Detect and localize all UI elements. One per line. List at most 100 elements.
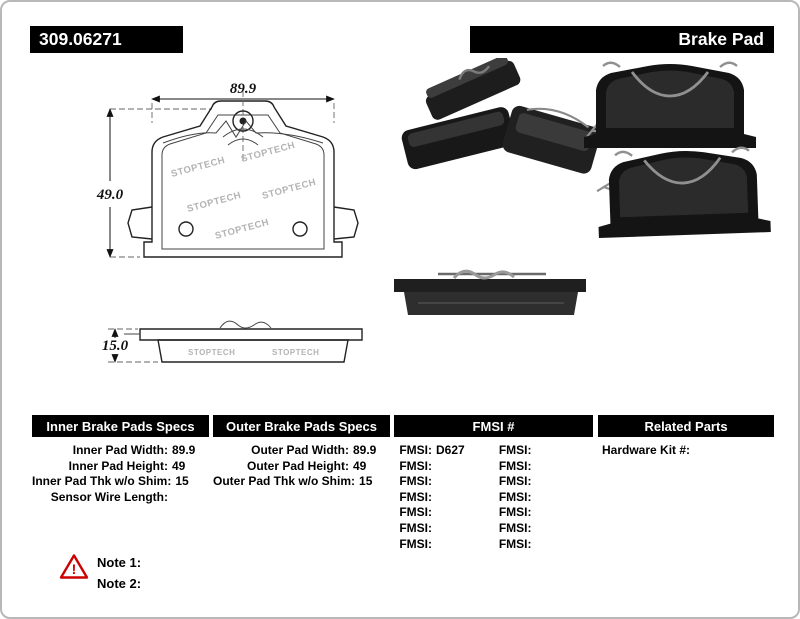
fmsi-value — [532, 521, 536, 537]
note-2-label: Note 2: — [97, 576, 142, 591]
fmsi-label: FMSI: — [399, 505, 432, 520]
note-1-label: Note 1: — [97, 555, 142, 570]
spec-value: 15 — [359, 474, 373, 489]
fmsi-label: FMSI: — [498, 443, 532, 457]
side-friction-block — [157, 339, 349, 363]
spec-row: Inner Pad Width: 89.9 — [32, 443, 209, 459]
part-number: 309.06271 — [39, 29, 122, 49]
fmsi-value — [532, 474, 536, 490]
backing-plate-outline — [143, 100, 343, 258]
outer-specs-header: Outer Brake Pads Specs — [213, 415, 390, 437]
fmsi-row: FMSI: — [494, 490, 594, 506]
outer-specs-column: Outer Brake Pads Specs Outer Pad Width: … — [213, 415, 390, 490]
side-brand-watermarks: STOPTECH STOPTECH — [188, 348, 319, 357]
notes-section: ! Note 1: Note 2: — [59, 550, 339, 600]
fmsi-value — [432, 490, 436, 506]
dimension-width: 89.9 — [151, 81, 335, 123]
inner-specs-column: Inner Brake Pads Specs Inner Pad Width: … — [32, 415, 209, 505]
side-clip-spring — [219, 320, 272, 329]
brand-watermark: STOPTECH — [261, 177, 318, 202]
fmsi-value: D627 — [436, 443, 465, 457]
height-dimension-label: 49.0 — [96, 187, 124, 203]
pad-rear-view: STOPTECH STOPTECH STOPTECH STOPTECH STOP… — [127, 91, 359, 258]
left-ear-tab — [127, 206, 153, 240]
brand-watermark: STOPTECH — [170, 155, 227, 180]
spec-row: Inner Pad Thk w/o Shim: 15 — [32, 474, 209, 490]
photo-pad-angled-2 — [401, 107, 515, 170]
fmsi-column: FMSI # FMSI: D627 FMSI: FMSI: FMSI: — [394, 415, 593, 552]
fmsi-row: FMSI: — [394, 474, 494, 490]
fmsi-row: FMSI: — [494, 505, 594, 521]
spec-row: Inner Pad Height: 49 — [32, 459, 209, 475]
related-parts-column: Related Parts Hardware Kit #: — [598, 415, 774, 459]
brand-watermark: STOPTECH — [240, 140, 297, 165]
dimension-thickness: 15.0 — [102, 328, 158, 363]
photo-pad-angled-1 — [425, 58, 521, 120]
fmsi-row: FMSI: — [394, 537, 494, 553]
product-photo-pad-set — [401, 58, 771, 239]
fmsi-header: FMSI # — [394, 415, 593, 437]
fmsi-value — [432, 521, 436, 537]
fmsi-label: FMSI: — [498, 474, 532, 489]
fmsi-row: FMSI: — [394, 459, 494, 475]
spec-row: Outer Pad Width: 89.9 — [213, 443, 390, 459]
spec-value: 89.9 — [353, 443, 377, 457]
photo-pad-large-2 — [598, 146, 771, 239]
warning-icon: ! — [59, 554, 89, 579]
inner-specs-header: Inner Brake Pads Specs — [32, 415, 209, 437]
spec-label: Outer Pad Width: — [251, 443, 349, 457]
spring-wire — [162, 120, 324, 144]
mounting-holes — [178, 221, 308, 237]
spec-label: Inner Pad Width: — [72, 443, 168, 457]
fmsi-label: FMSI: — [498, 536, 532, 551]
spec-row: Sensor Wire Length: — [32, 490, 209, 506]
related-row: Hardware Kit #: — [598, 443, 774, 459]
spec-label: Outer Pad Thk w/o Shim: — [213, 474, 356, 489]
spec-value — [168, 490, 172, 506]
brand-watermark: STOPTECH — [272, 348, 319, 357]
fmsi-right-subcolumn: FMSI: FMSI: FMSI: FMSI: FMSI: — [494, 443, 594, 552]
related-parts-header: Related Parts — [598, 415, 774, 437]
side-backing-plate — [139, 328, 363, 341]
width-dimension-label: 89.9 — [230, 81, 257, 97]
spec-value: 49 — [172, 458, 186, 473]
fmsi-label: FMSI: — [399, 489, 432, 504]
fmsi-value — [532, 490, 536, 506]
dimension-height: 49.0 — [96, 108, 212, 258]
spec-value: 15 — [175, 474, 189, 489]
spec-value: 89.9 — [172, 443, 196, 457]
spec-label: Inner Pad Thk w/o Shim: — [32, 474, 172, 489]
spec-row: Outer Pad Thk w/o Shim: 15 — [213, 474, 390, 490]
fmsi-label: FMSI: — [498, 505, 532, 520]
brand-watermark: STOPTECH — [188, 348, 235, 357]
brand-watermark: STOPTECH — [186, 190, 243, 215]
photo-clip-1 — [458, 65, 491, 81]
fmsi-row: FMSI: — [494, 443, 594, 459]
right-ear-tab — [333, 206, 359, 240]
spec-value: 49 — [353, 458, 367, 473]
fmsi-value — [432, 537, 436, 553]
fmsi-value — [532, 443, 536, 459]
center-clip — [222, 91, 264, 161]
photo-pad-large-1 — [584, 61, 756, 148]
fmsi-row: FMSI: D627 — [394, 443, 494, 459]
product-type-title: Brake Pad — [678, 29, 764, 49]
fmsi-label: FMSI: — [399, 520, 432, 535]
fmsi-row: FMSI: — [494, 459, 594, 475]
photo-side-plate — [394, 279, 586, 292]
fmsi-label: FMSI: — [399, 536, 432, 551]
fmsi-row: FMSI: — [494, 537, 594, 553]
product-type-bar: Brake Pad — [470, 26, 774, 53]
fmsi-value — [432, 459, 436, 475]
fmsi-label: FMSI: — [498, 458, 532, 473]
related-value — [690, 443, 694, 459]
spec-label: Outer Pad Height: — [246, 458, 349, 473]
fmsi-row: FMSI: — [394, 521, 494, 537]
thickness-dimension-label: 15.0 — [102, 338, 129, 354]
warning-symbol: ! — [72, 561, 77, 577]
related-label: Hardware Kit #: — [602, 443, 691, 457]
fmsi-value — [432, 474, 436, 490]
fmsi-label: FMSI: — [399, 458, 432, 473]
fmsi-row: FMSI: — [394, 505, 494, 521]
